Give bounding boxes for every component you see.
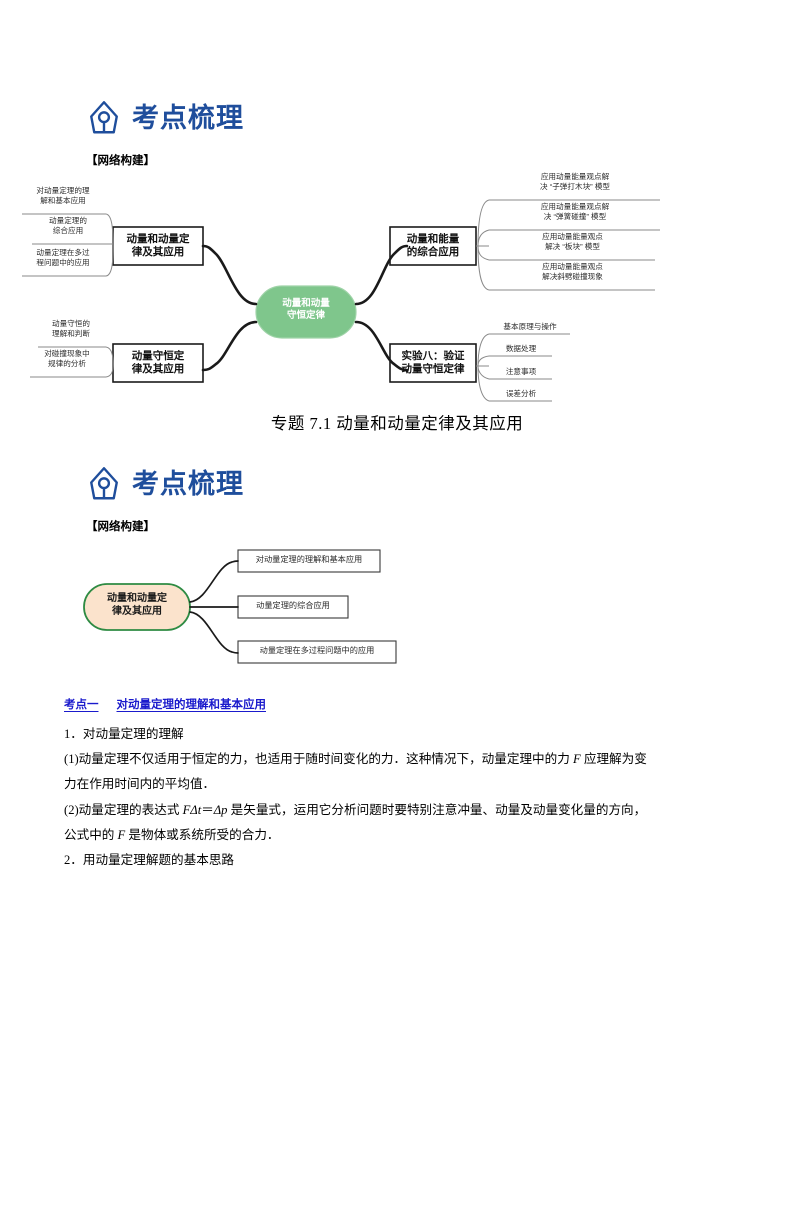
symbol-F: F bbox=[117, 827, 126, 842]
kaodian-title: 对动量定理的理解和基本应用 bbox=[116, 699, 267, 711]
body-text: 是物体或系统所受的合力． bbox=[125, 827, 280, 842]
body-paragraph-6: 2．用动量定理解题的基本思路 bbox=[64, 852, 235, 867]
body-text: (1)动量定理不仅适用于恒定的力，也适用于随时间变化的力．这种情况下，动量定理中… bbox=[64, 752, 573, 767]
kaodian-heading: 考点一 对动量定理的理解和基本应用 bbox=[0, 696, 794, 712]
mindmap-detail: 动量和动量定 律及其应用 对动量定理的理解和基本应用 动量定理的综合应用 动量定… bbox=[0, 540, 794, 680]
body-paragraph-1: 1．对动量定理的理解 bbox=[64, 727, 184, 741]
symbol-equals: ＝ bbox=[201, 802, 214, 817]
body-paragraph-5: 公式中的 F 是物体或系统所受的合力． bbox=[0, 823, 794, 848]
network-construct-label-1: 【网络构建】 bbox=[86, 155, 155, 167]
pen-nib-icon bbox=[90, 467, 118, 500]
symbol-delta-t: Δt bbox=[190, 802, 202, 817]
body-text: (2)动量定理的表达式 bbox=[64, 802, 183, 817]
section-title: 考点梳理 bbox=[132, 468, 244, 499]
symbol-F: F bbox=[182, 802, 191, 817]
body-text: 是矢量式，运用它分析问题时要特别注意冲量、动量及动量变化量的方向， bbox=[227, 802, 647, 817]
section-header-2: 考点梳理 bbox=[0, 466, 794, 502]
mindmap-detail-svg bbox=[83, 549, 397, 664]
pen-nib-icon bbox=[90, 101, 118, 134]
section-title: 考点梳理 bbox=[132, 102, 244, 133]
symbol-F: F bbox=[573, 752, 581, 767]
section-header-1: 考点梳理 bbox=[0, 100, 794, 136]
body-text: 应理解为变 bbox=[580, 752, 647, 767]
document-page: 考点梳理 【网络构建】 bbox=[0, 100, 794, 1223]
network-construct-label-2: 【网络构建】 bbox=[86, 521, 155, 533]
body-paragraph-3: 力在作用时间内的平均值． bbox=[64, 777, 216, 792]
mindmap-overview-svg bbox=[22, 199, 660, 402]
body-paragraph-4: (2)动量定理的表达式 FΔt＝Δp 是矢量式，运用它分析问题时要特别注意冲量、… bbox=[0, 798, 794, 823]
body-text: 公式中的 bbox=[64, 827, 118, 842]
body-paragraph-2: (1)动量定理不仅适用于恒定的力，也适用于随时间变化的力．这种情况下，动量定理中… bbox=[0, 747, 794, 772]
kaodian-label: 考点一 bbox=[64, 699, 99, 711]
page-title: 专题 7.1 动量和动量定律及其应用 bbox=[270, 414, 524, 433]
mindmap-overview: 动量和动量 守恒定律 动量和动量定 律及其应用 动量守恒定 律及其应用 动量和能… bbox=[0, 172, 794, 406]
symbol-delta-p: Δp bbox=[213, 802, 228, 817]
